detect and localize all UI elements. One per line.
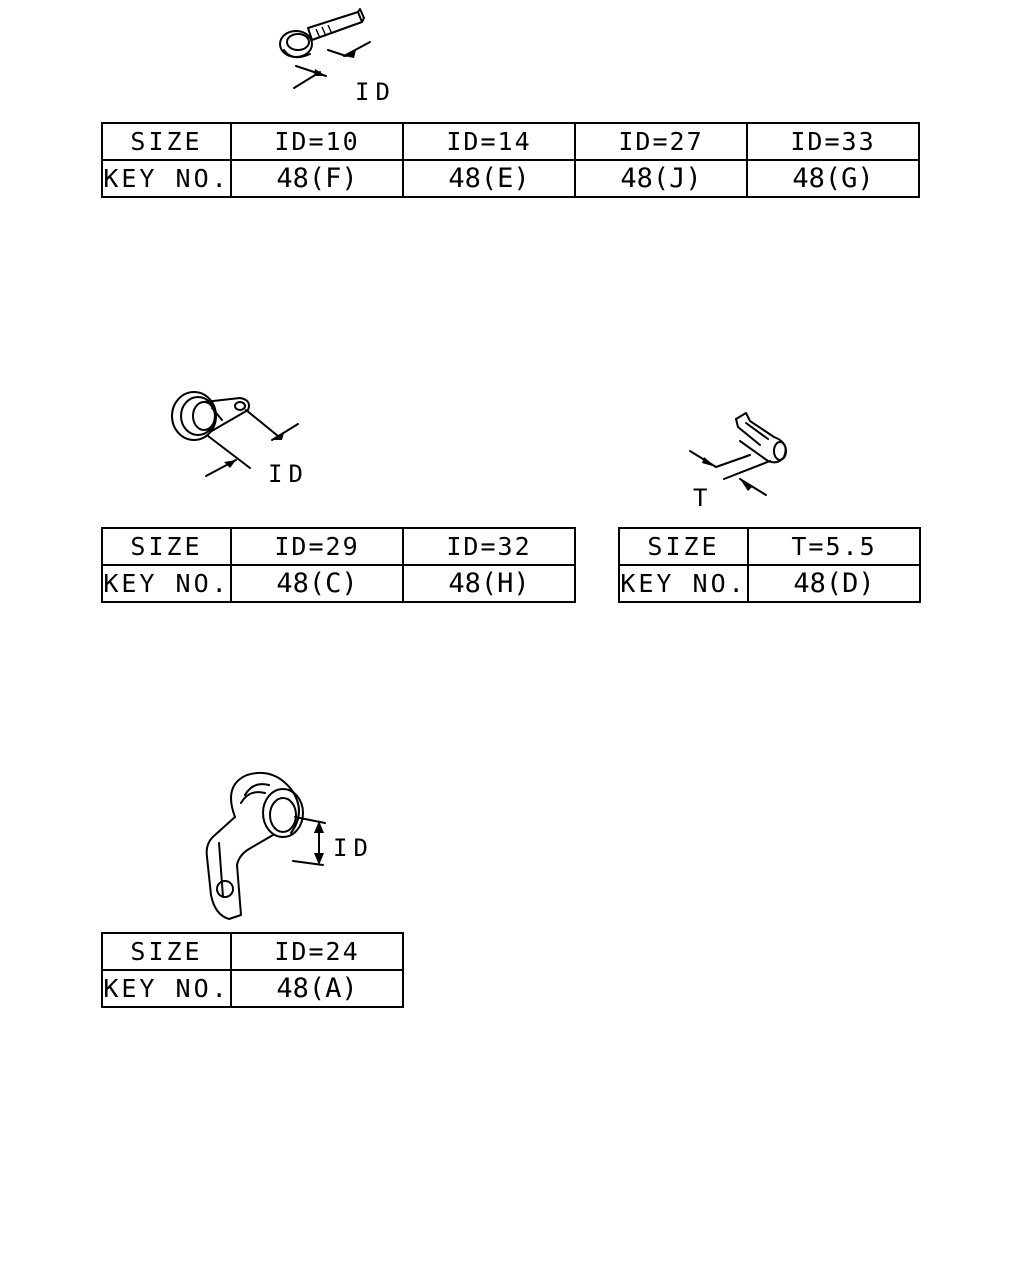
dimension-label-id-1: ID bbox=[355, 78, 396, 106]
table-row: KEY NO. 48(C) 48(H) bbox=[101, 564, 576, 603]
spec-table-3: SIZE T=5.5 KEY NO. 48(D) bbox=[618, 527, 921, 603]
key-no-header: KEY NO. bbox=[618, 564, 749, 603]
size-cell: ID=29 bbox=[230, 527, 404, 566]
key-no-cell: 48(C) bbox=[230, 564, 404, 603]
p-clamp-illustration bbox=[205, 771, 326, 920]
size-cell: ID=10 bbox=[230, 122, 404, 161]
size-header: SIZE bbox=[101, 122, 232, 161]
size-header: SIZE bbox=[618, 527, 749, 566]
key-no-cell: 48(J) bbox=[574, 159, 748, 198]
key-no-header: KEY NO. bbox=[101, 564, 232, 603]
size-cell: ID=27 bbox=[574, 122, 748, 161]
cushion-loop-clamp-illustration bbox=[171, 391, 299, 477]
spec-table-4: SIZE ID=24 KEY NO. 48(A) bbox=[101, 932, 404, 1008]
edge-clip-illustration bbox=[689, 412, 787, 496]
table-row: SIZE ID=29 ID=32 bbox=[101, 527, 576, 566]
key-no-cell: 48(F) bbox=[230, 159, 404, 198]
size-header: SIZE bbox=[101, 932, 232, 971]
table-row: SIZE ID=10 ID=14 ID=27 ID=33 bbox=[101, 122, 920, 161]
key-no-cell: 48(D) bbox=[747, 564, 921, 603]
size-cell: ID=33 bbox=[746, 122, 920, 161]
dimension-label-id-2: ID bbox=[268, 460, 309, 488]
table-row: KEY NO. 48(A) bbox=[101, 969, 404, 1008]
table-row: KEY NO. 48(D) bbox=[618, 564, 921, 603]
key-no-header: KEY NO. bbox=[101, 159, 232, 198]
key-no-header: KEY NO. bbox=[101, 969, 232, 1008]
key-no-cell: 48(A) bbox=[230, 969, 404, 1008]
size-cell: T=5.5 bbox=[747, 527, 921, 566]
dimension-label-id-3: ID bbox=[333, 834, 374, 862]
size-cell: ID=32 bbox=[402, 527, 576, 566]
table-row: SIZE ID=24 bbox=[101, 932, 404, 971]
spec-table-1: SIZE ID=10 ID=14 ID=27 ID=33 KEY NO. 48(… bbox=[101, 122, 920, 198]
hose-band-clamp-illustration bbox=[279, 8, 371, 89]
spec-table-2: SIZE ID=29 ID=32 KEY NO. 48(C) 48(H) bbox=[101, 527, 576, 603]
size-cell: ID=24 bbox=[230, 932, 404, 971]
key-no-cell: 48(H) bbox=[402, 564, 576, 603]
table-row: SIZE T=5.5 bbox=[618, 527, 921, 566]
table-row: KEY NO. 48(F) 48(E) 48(J) 48(G) bbox=[101, 159, 920, 198]
key-no-cell: 48(G) bbox=[746, 159, 920, 198]
size-cell: ID=14 bbox=[402, 122, 576, 161]
key-no-cell: 48(E) bbox=[402, 159, 576, 198]
dimension-label-t: T bbox=[693, 484, 714, 512]
size-header: SIZE bbox=[101, 527, 232, 566]
